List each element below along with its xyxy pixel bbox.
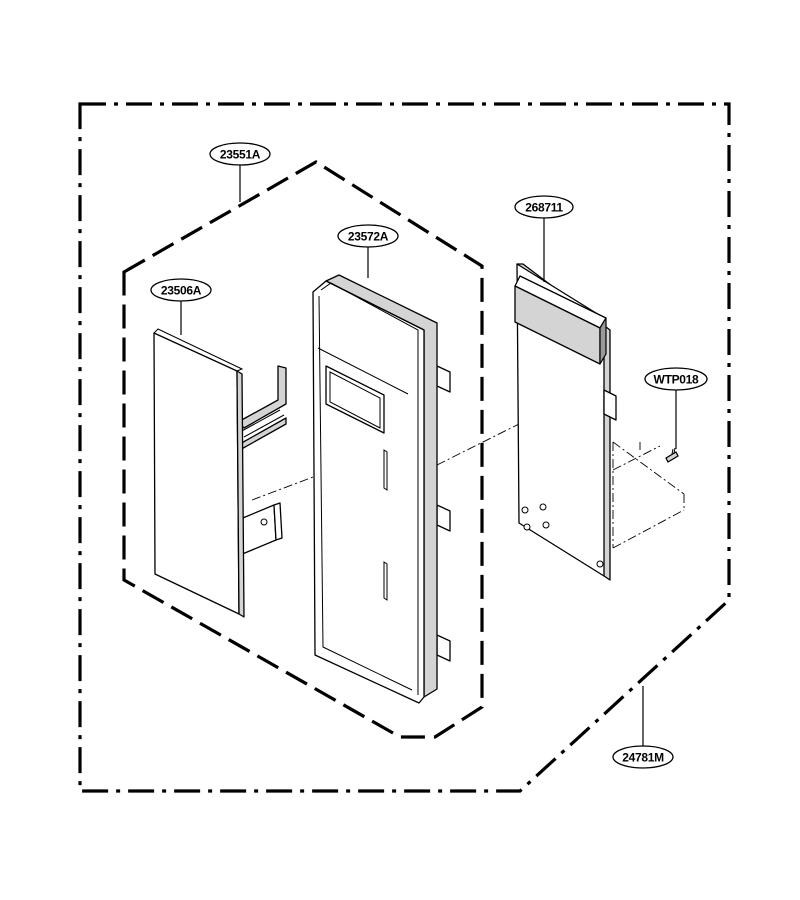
callout-label: 24781M [622, 751, 664, 765]
callout-23551A: 23551A [209, 142, 271, 166]
callout-label: 23506A [161, 284, 202, 298]
alignment-lines [251, 404, 685, 549]
callout-23572A: 23572A [337, 224, 399, 248]
callout-label: WTP018 [654, 373, 700, 387]
callout-WTP018: WTP018 [644, 367, 708, 391]
callout-23506A: 23506A [150, 278, 212, 302]
outer-assembly-boundary [78, 102, 731, 793]
callout-label: 23551A [220, 148, 261, 162]
callout-label: 23572A [348, 230, 389, 244]
pcb-assembly-part [514, 263, 617, 581]
inner-assembly-boundary [122, 160, 484, 739]
callout-label: 268711 [525, 201, 563, 215]
screw-part [665, 447, 679, 463]
key-membrane-part [153, 328, 287, 618]
control-panel-part [312, 274, 451, 704]
callout-268711: 268711 [514, 195, 574, 219]
callout-24781M: 24781M [612, 745, 674, 769]
